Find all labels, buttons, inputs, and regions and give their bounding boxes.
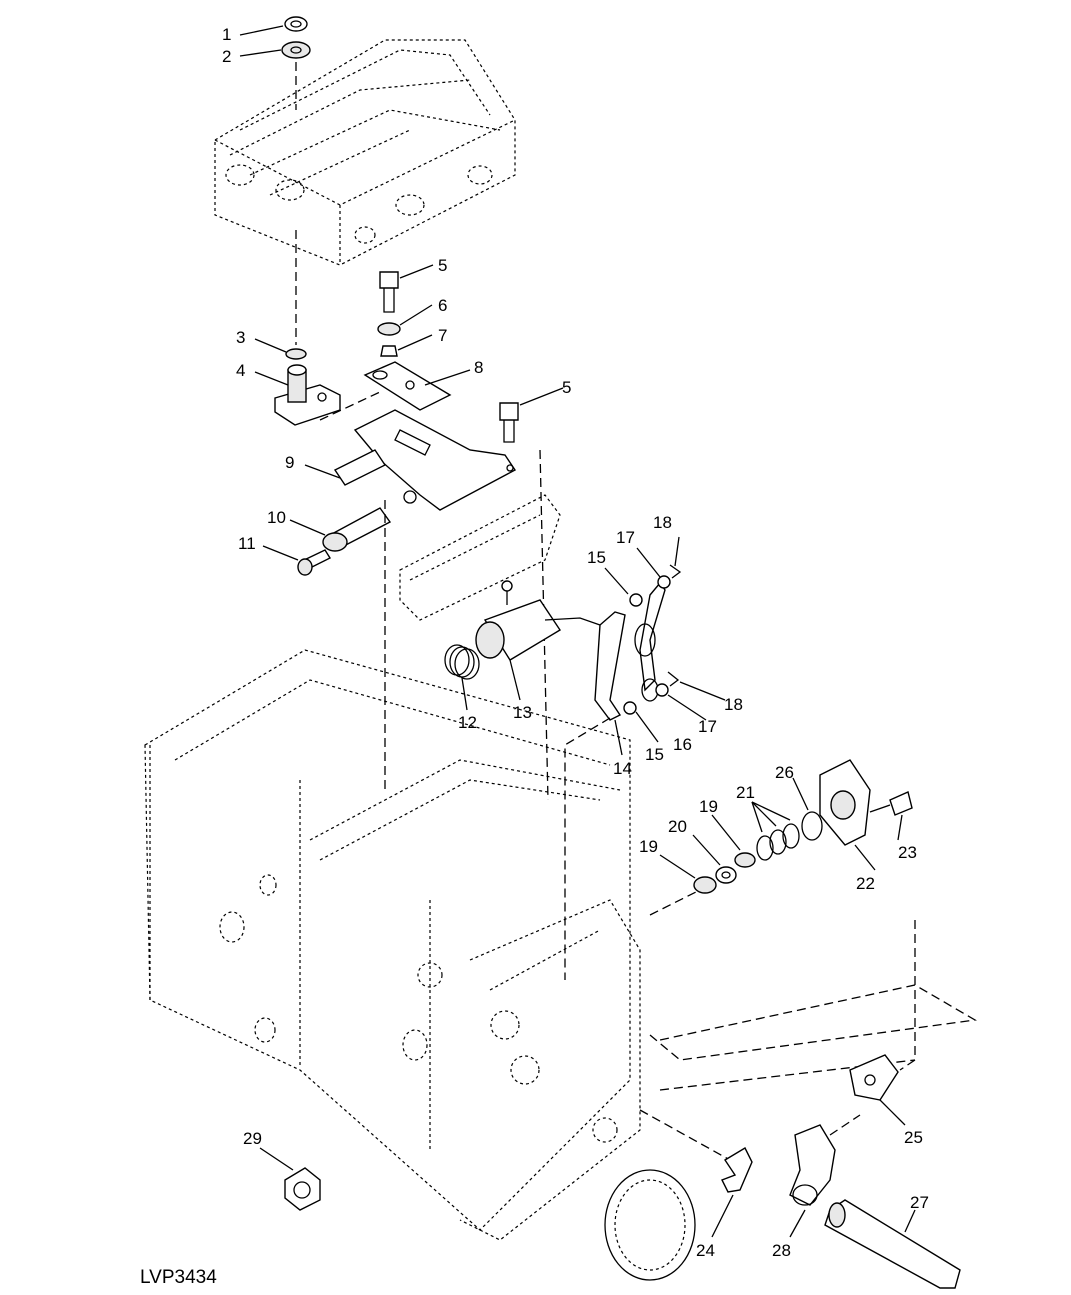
callout-13: 13: [513, 703, 532, 722]
part-14-shift-lever: [594, 611, 626, 721]
part-8-detent-plate: [363, 361, 452, 411]
callout-14: 14: [613, 759, 632, 778]
part-13-cylinder: [475, 580, 601, 661]
callout-1: 1: [222, 25, 231, 44]
part-18-clips: [667, 564, 682, 687]
valve-housing: [214, 39, 516, 266]
leader-lines: [239, 25, 916, 1238]
part-1-ring: [284, 16, 308, 32]
callout-28: 28: [772, 1241, 791, 1260]
part-5-cap-screw-lower: [499, 402, 519, 443]
callout-17-upper: 17: [616, 528, 635, 547]
part-4-valve-block: [274, 364, 341, 426]
callout-18-upper: 18: [653, 513, 672, 532]
callout-7: 7: [438, 326, 447, 345]
callout-3: 3: [236, 328, 245, 347]
callout-4: 4: [236, 361, 245, 380]
part-21-o-rings: [756, 823, 800, 861]
part-22-flange: [819, 759, 871, 846]
part-26-o-ring: [801, 811, 823, 841]
callout-21: 21: [736, 783, 755, 802]
transmission-case: [144, 649, 641, 1241]
part-9-shift-bracket: [333, 409, 517, 511]
callout-22: 22: [856, 874, 875, 893]
callout-6: 6: [438, 296, 447, 315]
callout-15-upper: 15: [587, 548, 606, 567]
part-29-plug: [284, 1167, 321, 1211]
part-28-shift-fork: [789, 1124, 836, 1206]
part-23-cap-screw: [869, 791, 913, 816]
figure-id: LVP3434: [140, 1267, 217, 1288]
part-5-cap-screw-upper: [379, 271, 399, 313]
callout-5-upper: 5: [438, 256, 447, 275]
part-12-spring: [444, 644, 480, 680]
gear: [604, 1169, 696, 1281]
callout-26: 26: [775, 763, 794, 782]
part-3-o-ring: [285, 348, 307, 360]
part-15-washers: [623, 593, 643, 715]
callout-23: 23: [898, 843, 917, 862]
callout-5-lower: 5: [562, 378, 571, 397]
part-17-washers: [655, 575, 671, 697]
callout-29: 29: [243, 1129, 262, 1148]
part-27-shaft: [824, 1199, 961, 1289]
callout-19-left: 19: [639, 837, 658, 856]
callout-17-lower: 17: [698, 717, 717, 736]
callout-27: 27: [910, 1193, 929, 1212]
part-20-lock-washer: [715, 866, 737, 884]
part-11-screw: [297, 549, 332, 576]
part-7-nut: [380, 345, 398, 357]
callout-10: 10: [267, 508, 286, 527]
callout-24: 24: [696, 1241, 715, 1260]
callout-16: 16: [673, 735, 692, 754]
part-6-washer: [377, 322, 401, 336]
callout-25: 25: [904, 1128, 923, 1147]
callout-9: 9: [285, 453, 294, 472]
part-25-bracket: [849, 1054, 899, 1101]
callout-15-lower: 15: [645, 745, 664, 764]
callout-18-lower: 18: [724, 695, 743, 714]
callout-8: 8: [474, 358, 483, 377]
part-19-washer-right: [734, 852, 756, 868]
part-10-shaft: [322, 507, 392, 552]
callout-19-right: 19: [699, 797, 718, 816]
callout-20: 20: [668, 817, 687, 836]
callout-labels: 1 2 3 4 5 5 6 7 8 9 10 11 12 13 14 15 15…: [222, 25, 929, 1260]
callout-12: 12: [458, 713, 477, 732]
part-24-clip: [721, 1147, 753, 1193]
part-19-washer-left: [693, 876, 717, 894]
callout-2: 2: [222, 47, 231, 66]
callout-11: 11: [238, 534, 256, 553]
part-2-washer: [281, 41, 311, 59]
